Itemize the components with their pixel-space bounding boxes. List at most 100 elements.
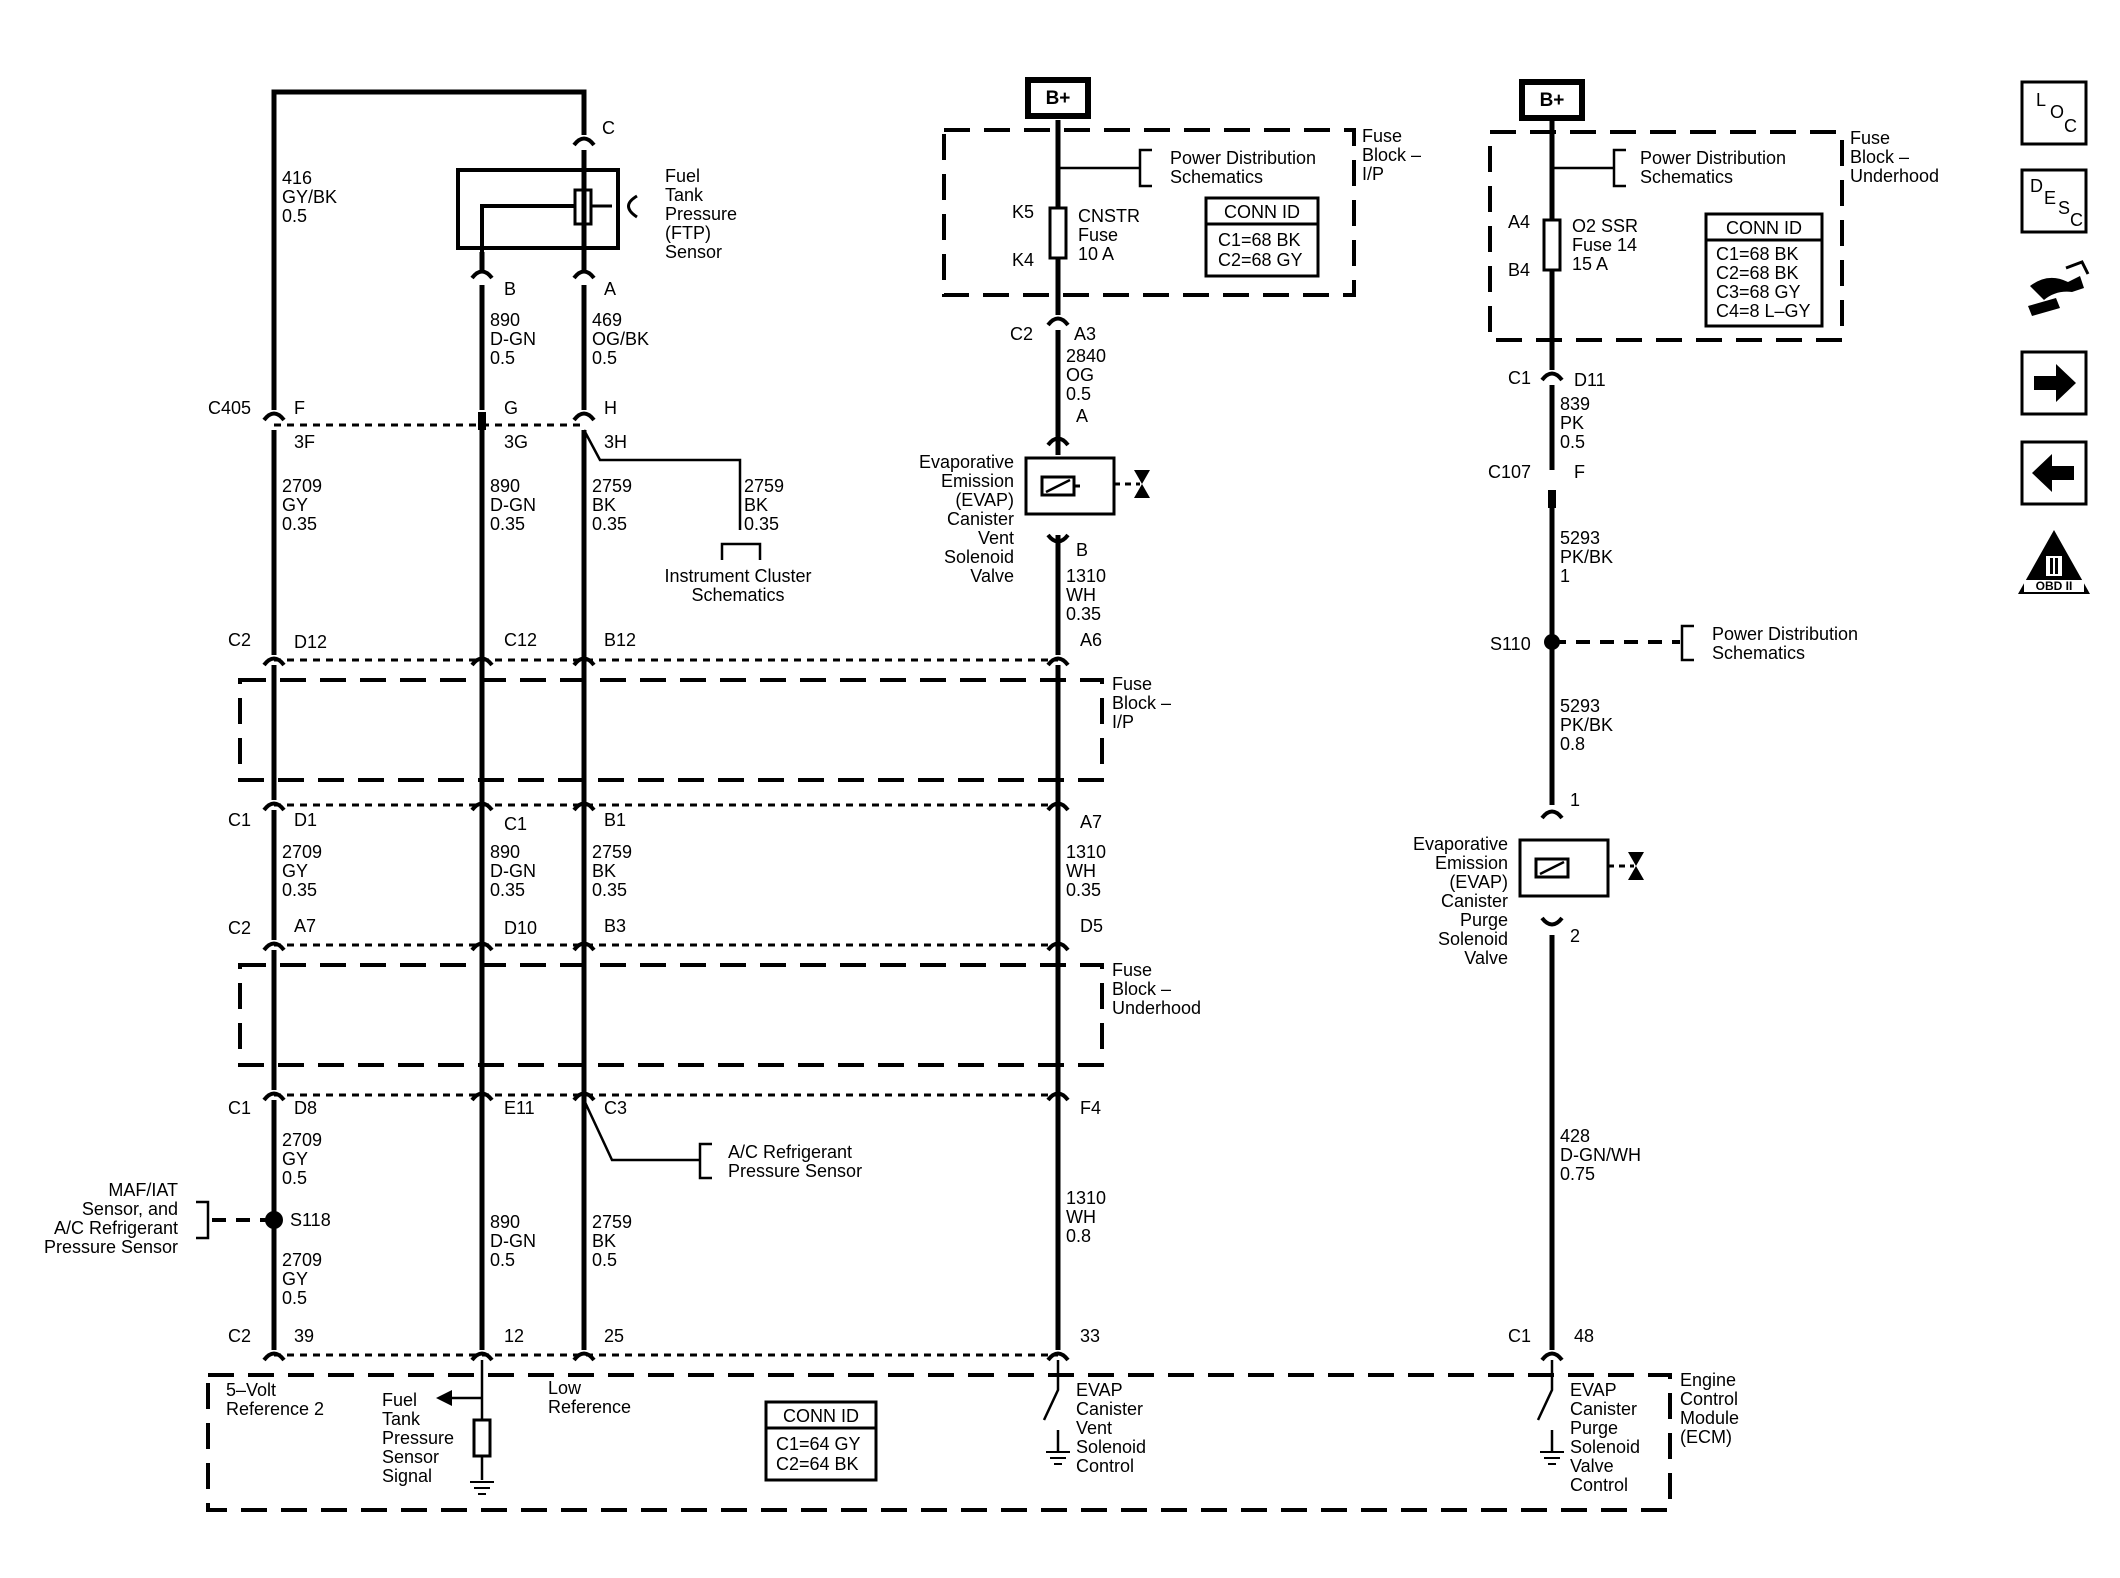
connector-label: B12	[604, 630, 636, 650]
connector-arcs	[262, 136, 1564, 1362]
connector-label: C2	[228, 630, 251, 650]
arrow-right-icon	[2034, 364, 2076, 402]
connector-label: C3	[604, 1098, 627, 1118]
fuses	[1048, 148, 1626, 272]
fuse-block-ip-box	[942, 128, 1356, 297]
conn-id-line: C1=68 BK	[1716, 244, 1799, 264]
connector-label: F	[294, 398, 305, 418]
wire-2759-ac-branch	[582, 1099, 700, 1162]
conn-arc	[1046, 316, 1070, 327]
connector-label: B3	[604, 916, 626, 936]
ftp-sensor	[456, 168, 638, 252]
obd-ii-button[interactable]: OBD II	[2018, 530, 2090, 594]
connector-label: 33	[1080, 1326, 1100, 1346]
wrench-icon[interactable]	[2028, 260, 2090, 316]
connector-label: C2	[228, 918, 251, 938]
arrow-left-icon	[2032, 454, 2074, 492]
conn-arc	[572, 1091, 596, 1102]
connector-label: C	[602, 118, 615, 138]
connector-label: B	[504, 279, 516, 299]
connector-label: D5	[1080, 916, 1103, 936]
connector-label: 3H	[604, 432, 627, 452]
connector-label: A4	[1508, 212, 1530, 232]
connector-label: A3	[1074, 324, 1096, 344]
conn-arc	[572, 269, 596, 280]
connector-label: C1	[228, 1098, 251, 1118]
evap-vent-solenoid	[1024, 456, 1150, 516]
wire-416	[271, 89, 587, 410]
conn-id-line: C2=64 BK	[776, 1454, 859, 1474]
connector-label: B1	[604, 810, 626, 830]
connector-label: K4	[1012, 250, 1034, 270]
dashed-blocks	[206, 128, 1844, 1512]
connector-label: 3G	[504, 432, 528, 452]
connector-label: C1	[1508, 1326, 1531, 1346]
connector-label: D1	[294, 810, 317, 830]
connector-label: A	[604, 279, 616, 299]
connector-label: 39	[294, 1326, 314, 1346]
connector-label: B	[1076, 540, 1088, 560]
desc-letter: E	[2044, 188, 2056, 208]
back-arrow-button[interactable]	[2020, 440, 2088, 506]
conn-id-line: C1=68 BK	[1218, 230, 1301, 250]
connector-label: C2	[228, 1326, 251, 1346]
conn-id-fbuh: CONN ID C1=68 BK C2=68 BK C3=68 GY C4=8 …	[1704, 212, 1824, 328]
conn-id-title: CONN ID	[1224, 202, 1300, 222]
connector-label: E11	[504, 1098, 535, 1118]
fuse-block-ip-lower	[238, 678, 1104, 782]
loc-button[interactable]: L O C	[2020, 80, 2088, 146]
connector-label: G	[504, 398, 518, 418]
labels: B+ B+ C B A C405 F G H 3F 3G 3H C2 D12 C…	[208, 88, 1606, 1346]
connector-label: K5	[1012, 202, 1034, 222]
desc-button[interactable]: D E S C	[2020, 168, 2088, 234]
connector-label: F	[1574, 462, 1585, 482]
forward-arrow-button[interactable]	[2020, 350, 2088, 416]
loc-letter: L	[2036, 90, 2046, 110]
conn-id-line: C2=68 GY	[1218, 250, 1303, 270]
loc-letter: O	[2050, 102, 2064, 122]
connector-label: 3F	[294, 432, 315, 452]
connector-rows	[274, 423, 1058, 1357]
conn-pin	[1548, 490, 1556, 508]
connector-label: C1	[1508, 368, 1531, 388]
fuse-block-uh-box	[1488, 130, 1844, 342]
conn-arc	[572, 1351, 596, 1362]
connector-label: D10	[504, 918, 537, 938]
conn-arc	[1046, 533, 1070, 544]
conn-arc	[572, 941, 596, 952]
wire-2759-branch	[582, 429, 742, 530]
connector-label: C1	[504, 814, 527, 834]
fuse-block-uh-lower	[238, 963, 1104, 1067]
connector-label: C1	[228, 810, 251, 830]
loc-letter: C	[2064, 116, 2077, 136]
connector-label: C2	[1010, 324, 1033, 344]
desc-letter: S	[2058, 198, 2070, 218]
conn-id-fbip: CONN ID C1=68 BK C2=68 GY	[1204, 196, 1320, 278]
